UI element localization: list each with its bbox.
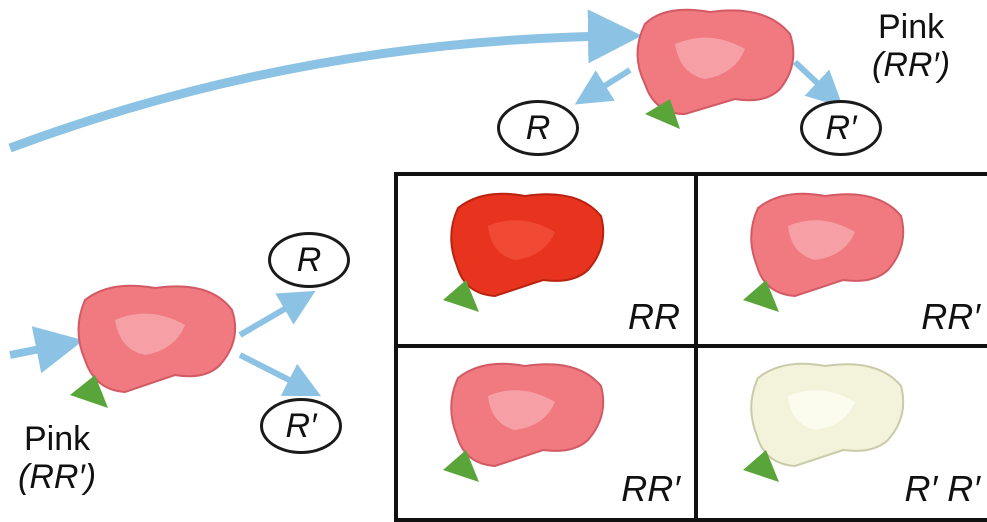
flower-white — [743, 362, 905, 482]
top-parent-phenotype: Pink — [878, 8, 945, 46]
top-parent-label: Pink (RR′) — [872, 8, 950, 84]
left-gamete-Rprime: R′ — [260, 398, 342, 454]
genotype-label: RR′ — [621, 468, 680, 509]
flower-pink — [443, 362, 605, 482]
cell-top-right: RR′ — [698, 176, 987, 348]
left-gamete-R: R — [268, 232, 350, 288]
left-parent-flower — [70, 284, 236, 408]
cell-top-left: RR — [398, 176, 698, 348]
top-gamete-Rprime: R′ — [800, 100, 882, 156]
genotype-label: R′ R′ — [904, 468, 981, 509]
left-parent-label: Pink (RR′) — [18, 420, 96, 496]
left-parent-genotype: (RR′) — [18, 458, 97, 496]
cell-bottom-right: R′ R′ — [698, 348, 987, 520]
flower-pink — [743, 192, 905, 312]
cell-bottom-left: RR′ — [398, 348, 698, 520]
long-curved-arrow — [8, 9, 642, 153]
flower-red — [443, 192, 605, 312]
left-parent-phenotype: Pink — [24, 420, 91, 458]
top-parent-flower — [636, 8, 795, 129]
top-gamete-R: R — [497, 100, 579, 156]
arrow-into-left-flower — [9, 326, 84, 374]
genotype-label: RR — [628, 296, 680, 337]
arrow-top-to-Rprime — [792, 59, 844, 108]
punnett-square: RR RR′ RR′ R′ R′ — [394, 172, 987, 522]
top-parent-genotype: (RR′) — [872, 46, 951, 84]
genotype-label: RR′ — [921, 296, 980, 337]
arrow-top-to-R — [574, 67, 632, 105]
arrow-left-to-R — [238, 290, 316, 338]
arrow-left-to-Rprime — [238, 352, 322, 397]
